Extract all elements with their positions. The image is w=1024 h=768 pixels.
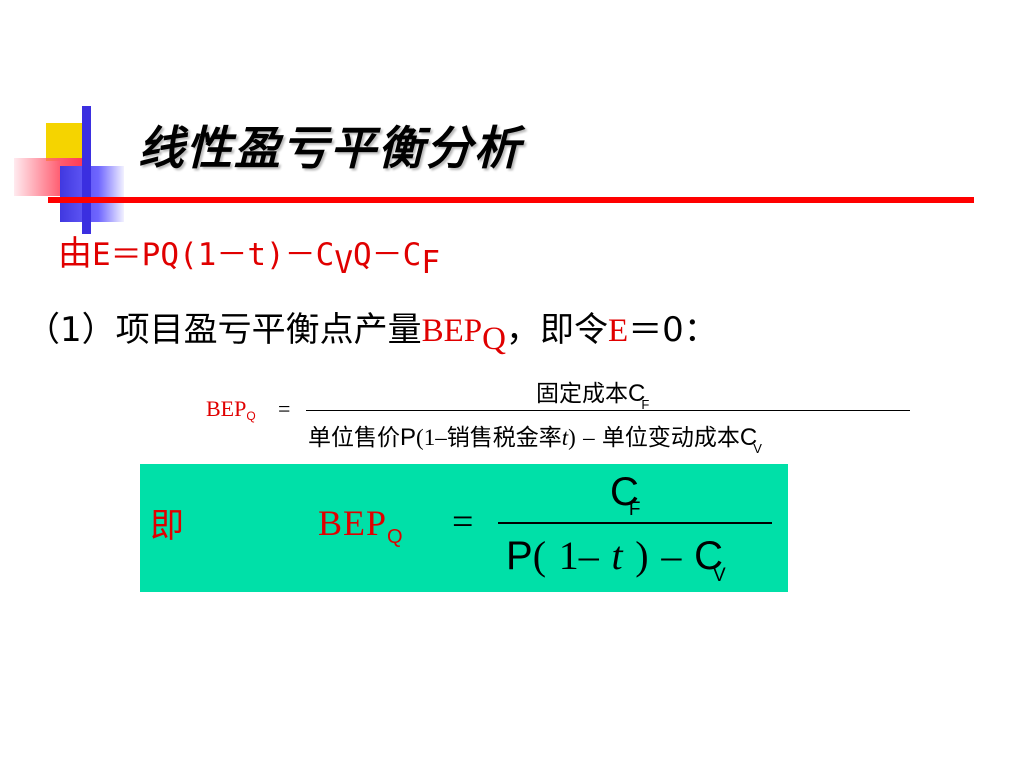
formula1-den-p: P [400, 424, 417, 451]
equation-body-2: Q－C [352, 237, 422, 273]
profit-equation: 由E＝PQ(1－t)－CVQ－CF [58, 226, 440, 281]
formula1-den-symbol: C [739, 424, 758, 451]
formula2-den-sub: V [712, 565, 726, 586]
formula1-num-sub: F [641, 397, 650, 412]
formula2-prefix: 即 [150, 506, 184, 546]
formula1-numerator: 固定成本CF [536, 374, 649, 412]
equation-prefix: 由 [58, 234, 92, 274]
formula2-den-open: ( [532, 533, 547, 578]
formula2-den-one: 1 [558, 533, 579, 578]
formula1-num-text: 固定成本 [536, 381, 628, 407]
formula2-den-minus-1: – [578, 533, 599, 578]
formula1-fraction-bar [306, 410, 910, 411]
formula2-num-symbol: C [610, 470, 639, 514]
formula2-lhs-sub: Q [387, 526, 404, 548]
formula1-den-minus-2: – [583, 425, 595, 450]
step-text-1: （1）项目盈亏平衡点产量 [26, 310, 422, 350]
equation-sub-v: V [334, 245, 353, 281]
formula2-lhs-text: BEP [318, 503, 388, 543]
formula1-den-text-3: 单位变动成本 [601, 425, 740, 451]
title-underline [48, 197, 974, 203]
formula2-numerator: CF [610, 470, 641, 521]
formula2-num-sub: F [628, 499, 641, 520]
formula1-den-minus-1: – [435, 425, 447, 450]
formula1-den-open: ( [416, 425, 424, 450]
equation-body-1: E＝PQ(1－t)－C [92, 237, 335, 273]
step-text-2: ，即令 [506, 310, 609, 350]
deco-yellow-square [46, 123, 84, 161]
step-heading: （1）项目盈亏平衡点产量BEPQ，即令E＝0： [26, 302, 718, 358]
formula1-den-text-2: 销售税金率 [446, 425, 562, 451]
deco-vertical-bar [82, 106, 91, 234]
formula1-lhs: BEPQ [206, 396, 256, 423]
formula2-den-minus-2: – [661, 533, 682, 578]
step-bep-sub: Q [482, 321, 507, 357]
formula1-den-text-1: 单位售价 [308, 425, 400, 451]
formula1-den-close: ) [568, 425, 576, 450]
formula2-denominator: P( 1– t ) – CV [506, 532, 726, 587]
formula1-lhs-sub: Q [246, 409, 256, 423]
formula1-den-sub: V [753, 441, 762, 456]
formula2-fraction-bar [498, 522, 772, 524]
formula1-den-one: 1 [423, 425, 436, 450]
formula2-equals: = [452, 501, 474, 543]
formula2-den-p: P [506, 534, 533, 578]
formula2-den-close: ) [635, 533, 649, 578]
formula1-denominator: 单位售价P(1–销售税金率t) – 单位变动成本CV [308, 418, 762, 456]
step-e: E [608, 313, 629, 349]
formula1-num-symbol: C [628, 380, 646, 407]
formula1-den-t: t [561, 425, 569, 450]
formula1-lhs-text: BEP [206, 396, 247, 421]
deco-blue-square [60, 166, 124, 222]
slide-title: 线性盈亏平衡分析 [138, 121, 522, 175]
formula1-equals: = [278, 396, 291, 421]
formula2-lhs: BEPQ [318, 502, 404, 549]
step-bep: BEP [421, 313, 483, 349]
highlighted-formula-box: 即 BEPQ = CF P( 1– t ) – CV [140, 464, 788, 592]
equation-sub-f: F [421, 245, 440, 281]
step-text-3: ＝0： [628, 310, 718, 350]
formula2-den-t: t [611, 533, 623, 578]
formula2-den-symbol: C [694, 534, 723, 578]
